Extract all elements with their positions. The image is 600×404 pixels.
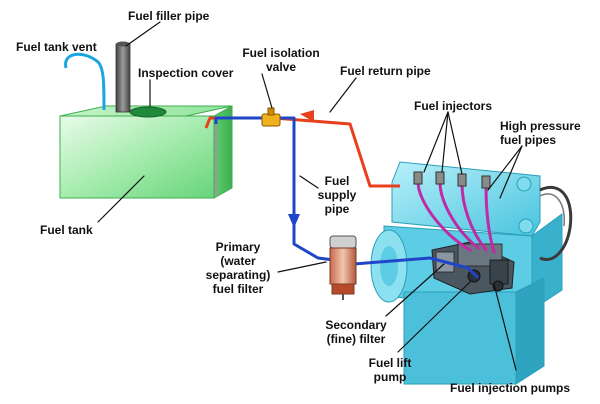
label-primary-line-3: separating) <box>205 268 271 282</box>
inspection-cover <box>129 106 167 118</box>
label-fuel-lift-line-1: Fuel lift <box>368 356 412 370</box>
label-primary-line-1: Primary <box>215 240 261 254</box>
label-high-pressure-line-2: fuel pipes <box>500 133 557 147</box>
label-fuel-injectors: Fuel injectors <box>414 99 493 113</box>
fuel-supply-line-to-pumps <box>353 256 480 280</box>
label-primary-line-2: (water <box>220 254 256 268</box>
label-fuel-isolation-valve: Fuel isolation valve <box>236 46 326 74</box>
fuel-isolation-valve <box>261 107 281 127</box>
label-secondary-line-1: Secondary <box>325 318 387 332</box>
fuel-tank-vent-line <box>64 52 106 111</box>
supply-flow-arrow <box>288 214 300 228</box>
label-fuel-isolation-valve-line-2: valve <box>265 60 297 74</box>
primary-fuel-filter <box>329 235 357 300</box>
label-high-pressure-line-1: High pressure <box>500 119 581 133</box>
label-inspection-cover: Inspection cover <box>138 66 234 80</box>
label-high-pressure-fuel-pipes: High pressure fuel pipes <box>500 119 581 147</box>
label-fuel-isolation-valve-line-1: Fuel isolation <box>242 46 320 60</box>
fuel-filler-pipe <box>115 43 131 113</box>
label-fuel-lift-line-2: pump <box>373 370 407 384</box>
label-fuel-return-pipe: Fuel return pipe <box>340 64 431 78</box>
fuel-return-line <box>204 116 400 188</box>
leader-lines <box>97 21 523 371</box>
label-secondary-line-2: (fine) filter <box>326 332 386 346</box>
label-fuel-supply-line-3: pipe <box>324 202 350 216</box>
return-flow-arrow <box>300 110 314 122</box>
injection-pump-cluster <box>431 241 515 295</box>
label-fuel-filler-pipe: Fuel filler pipe <box>128 9 210 23</box>
label-fuel-supply-line-1: Fuel <box>324 174 350 188</box>
label-fuel-injection-pumps: Fuel injection pumps <box>450 381 571 395</box>
fuel-tank <box>59 105 233 199</box>
label-fuel-supply-line-2: supply <box>317 188 357 202</box>
label-fuel-supply-pipe: Fuel supply pipe <box>312 174 362 216</box>
label-fuel-tank: Fuel tank <box>40 223 93 237</box>
fuel-supply-line <box>214 116 335 262</box>
label-secondary-filter: Secondary (fine) filter <box>316 318 396 346</box>
label-primary-fuel-filter: Primary (water separating) fuel filter <box>198 240 278 296</box>
label-fuel-tank-vent: Fuel tank vent <box>16 40 97 54</box>
high-pressure-pipes <box>416 180 496 254</box>
label-primary-line-4: fuel filter <box>212 282 264 296</box>
label-fuel-lift-pump: Fuel lift pump <box>360 356 420 384</box>
